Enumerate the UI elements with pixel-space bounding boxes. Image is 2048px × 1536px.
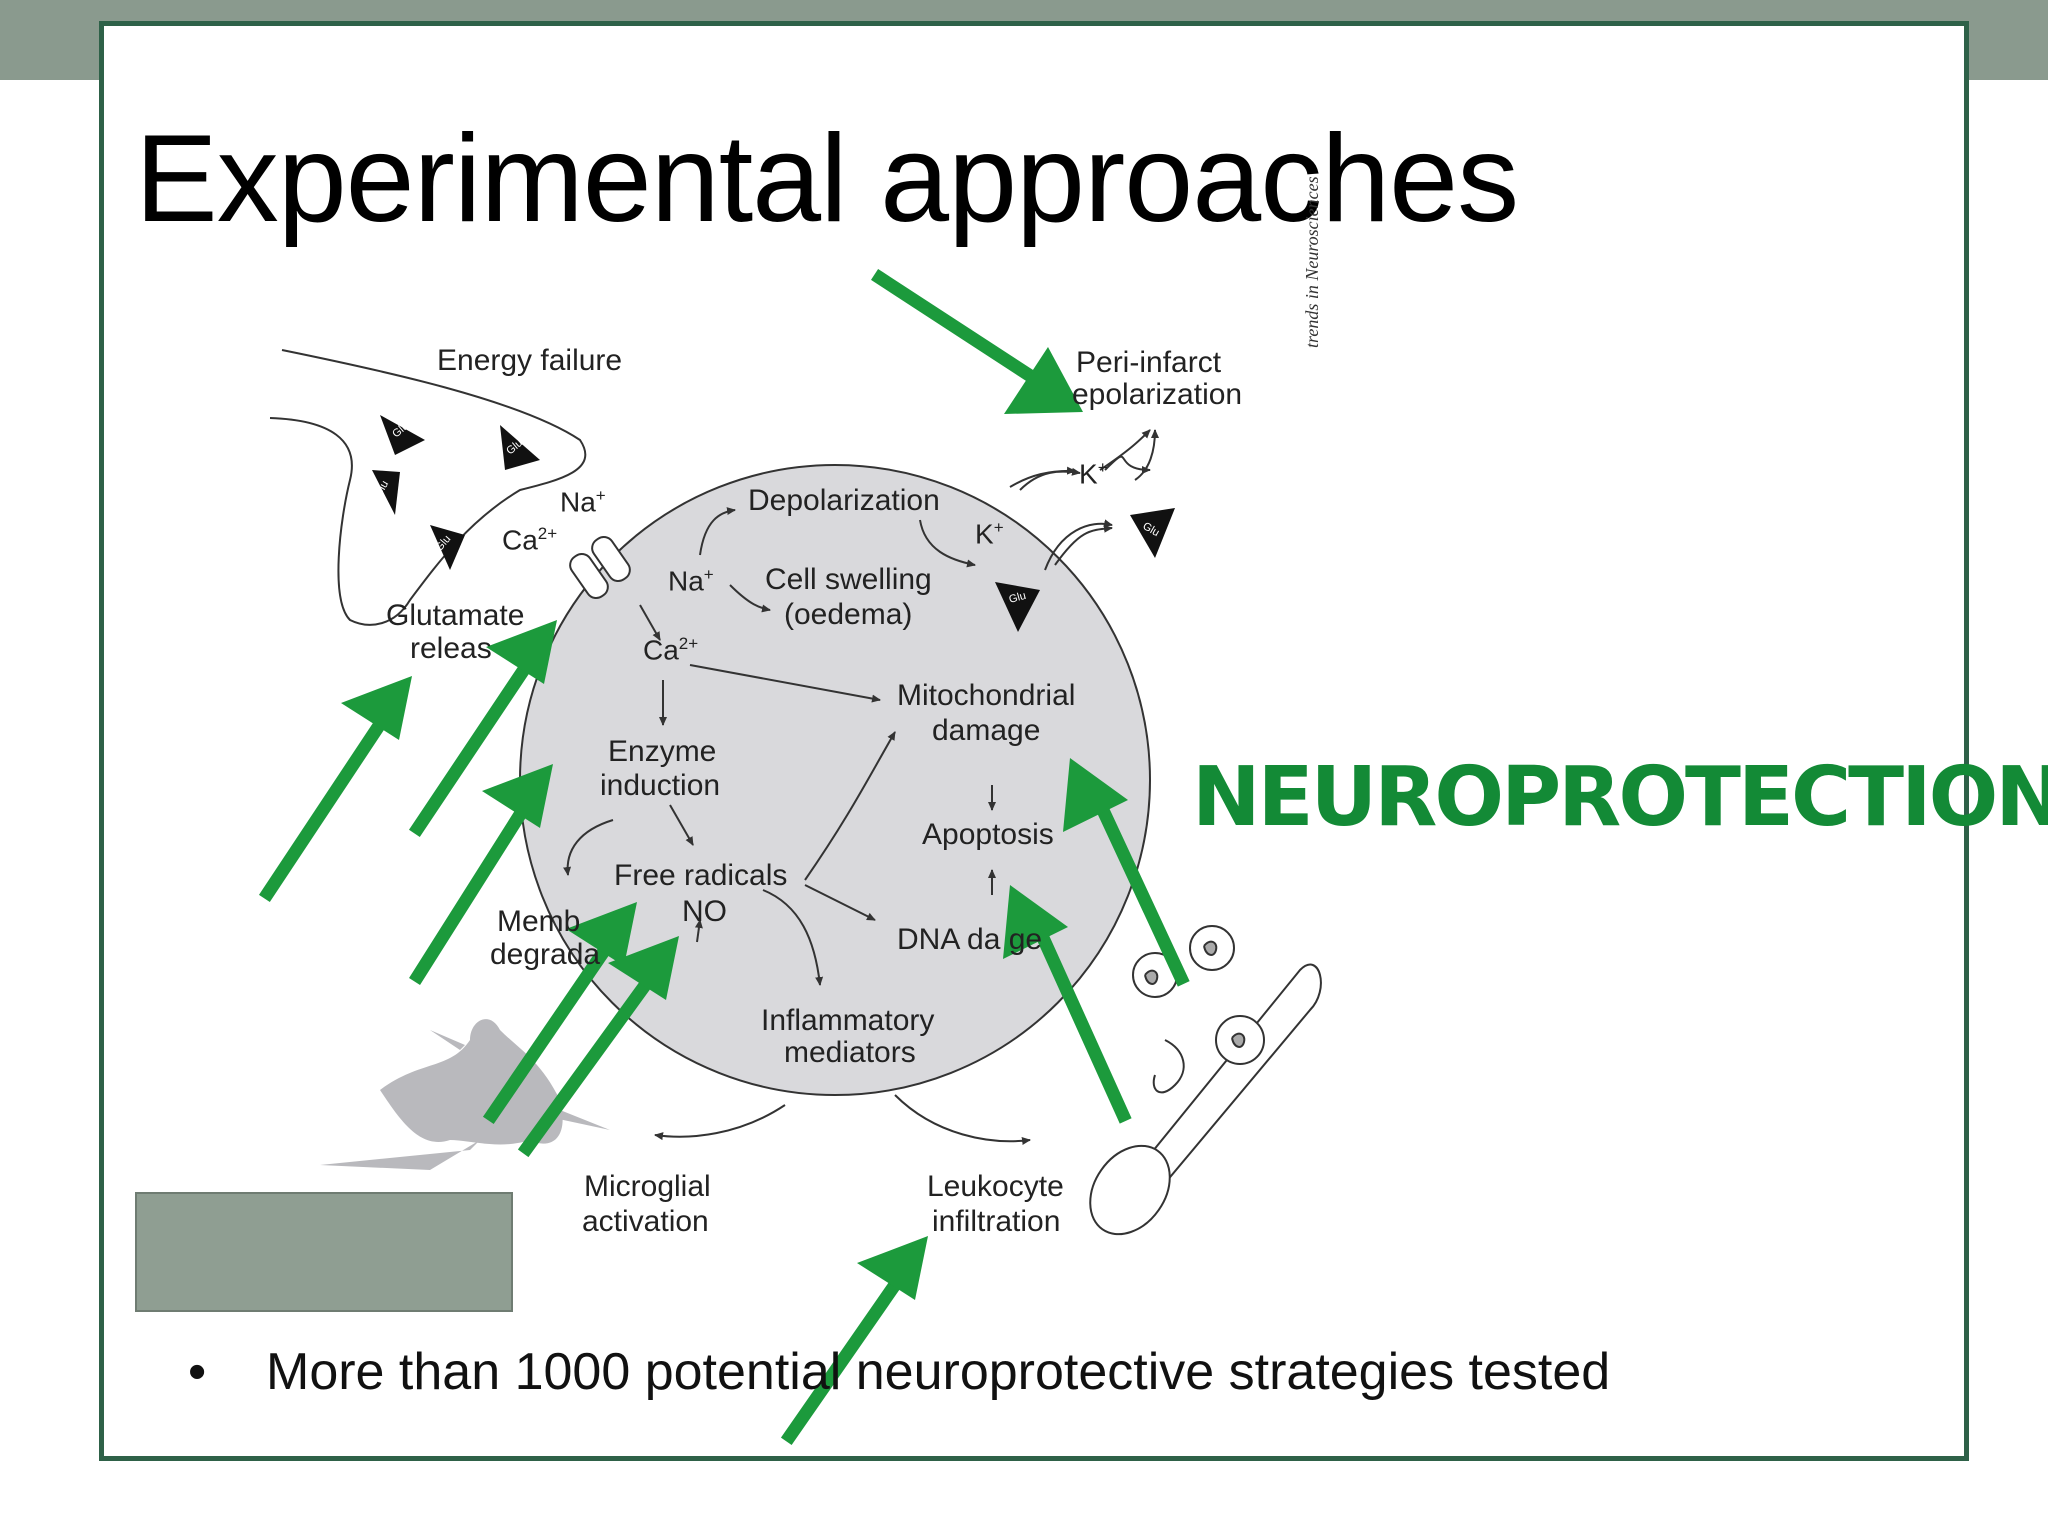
- label-free-radicals: Free radicals: [614, 859, 788, 892]
- pathway-arrows: [563, 429, 1151, 1145]
- label-apoptosis: Apoptosis: [922, 818, 1054, 851]
- glu-vesicle-1: Glu: [380, 415, 425, 455]
- glu-vesicle-4: Glu: [430, 525, 465, 570]
- label-leukocyte-infiltration-2: infiltration: [932, 1205, 1061, 1238]
- leukocyte-cells: [1132, 925, 1265, 1065]
- svg-text:Glu: Glu: [1008, 590, 1028, 606]
- bullet-dot: •: [188, 1343, 207, 1401]
- green-arrow-5: [482, 902, 637, 1125]
- glu-vesicle-5: Glu: [995, 582, 1040, 632]
- potassium-efflux-arrows: [1104, 429, 1159, 481]
- neuroprotection-callout: NEUROPROTECTION: [1192, 750, 2048, 845]
- ion-k-inside: K+: [975, 518, 1004, 550]
- slide-title: Experimental approaches: [135, 110, 1519, 248]
- glu-vesicle-6: Glu: [1130, 508, 1175, 558]
- label-membrane-degradation-2: degrada: [490, 938, 601, 971]
- green-arrow-4: [409, 764, 553, 985]
- microglia-cell: [320, 1019, 610, 1170]
- label-no: NO: [682, 895, 727, 928]
- blood-vessel: [1089, 963, 1322, 1236]
- label-cell-swelling: Cell swelling: [765, 563, 932, 596]
- label-peri-infarct-2: epolarization: [1072, 378, 1243, 411]
- label-microglial-activation-2: activation: [582, 1205, 709, 1238]
- label-inflammatory-mediators-2: mediators: [784, 1036, 916, 1069]
- ion-channel: [569, 535, 631, 600]
- glu-vesicle-2: Glu: [500, 425, 540, 470]
- source-credit: trends in Neurosciences: [1302, 176, 1322, 348]
- neuroprotection-arrows: [258, 269, 1190, 1446]
- ion-ca-outside: Ca2+: [502, 524, 558, 556]
- ion-k-outside: K+: [1079, 458, 1108, 490]
- redaction-box: [135, 1192, 513, 1312]
- ion-na-outside: Na+: [560, 486, 606, 518]
- label-enzyme-induction: Enzyme: [608, 735, 717, 768]
- green-arrow-3: [408, 620, 557, 838]
- bullet-text: More than 1000 potential neuroprotective…: [266, 1343, 1611, 1401]
- ion-na-inside: Na+: [668, 565, 714, 597]
- green-arrow-6: [517, 936, 679, 1158]
- label-mitochondrial-damage: Mitochondrial: [897, 679, 1076, 712]
- label-peri-infarct: Peri-infarct: [1076, 346, 1222, 379]
- label-energy-failure: Energy failure: [437, 344, 623, 377]
- green-arrow-9: [780, 1236, 928, 1446]
- label-glutamate-2: releas: [410, 632, 492, 665]
- green-arrow-8: [1003, 885, 1132, 1124]
- ion-ca-inside: Ca2+: [643, 634, 699, 666]
- label-enzyme-induction-2: induction: [600, 769, 721, 802]
- label-cell-swelling-2: (oedema): [784, 598, 913, 631]
- glu-vesicle-3: Glu: [372, 470, 400, 515]
- label-dna-damage: DNA da ge: [897, 923, 1043, 956]
- label-depolarization: Depolarization: [748, 484, 940, 517]
- label-microglial-activation: Microglial: [584, 1170, 711, 1203]
- label-mitochondrial-damage-2: damage: [932, 714, 1041, 747]
- label-leukocyte-infiltration: Leukocyte: [927, 1170, 1064, 1203]
- label-glutamate: Glutamate: [386, 599, 525, 632]
- label-membrane-degradation: Memb: [497, 905, 581, 938]
- green-arrow-1: [871, 269, 1083, 414]
- label-inflammatory-mediators: Inflammatory: [761, 1004, 935, 1037]
- glu-efflux-arrow: [1054, 524, 1113, 566]
- presynaptic-terminal-outline: [269, 349, 587, 626]
- bullet-item: • More than 1000 potential neuroprotectiv…: [188, 1342, 1610, 1402]
- green-arrow-7: [1063, 758, 1190, 987]
- green-arrow-2: [258, 676, 412, 903]
